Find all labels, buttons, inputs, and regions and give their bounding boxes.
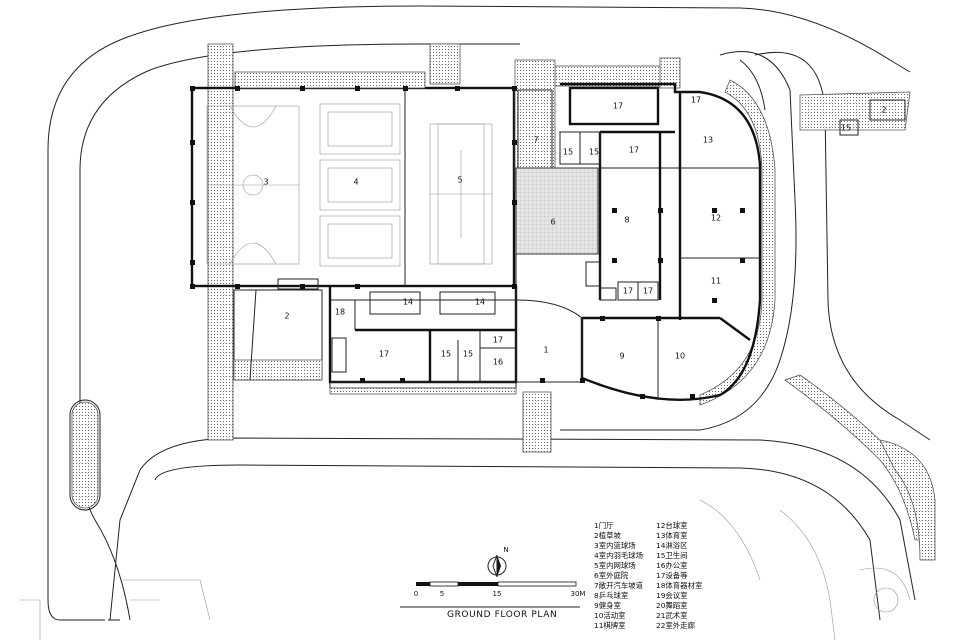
plan-title: GROUND FLOOR PLAN xyxy=(447,610,557,620)
legend-item: 4室内羽毛球场 xyxy=(594,551,643,560)
legend: 1门厅 2植草坡 3室内篮球场 4室内羽毛球场 5室内网球场 6室外庭院 7敞开… xyxy=(594,521,702,630)
legend-item: 19会议室 xyxy=(656,591,688,600)
room-label: 5 xyxy=(457,176,462,185)
legend-item: 14淋浴区 xyxy=(656,541,688,550)
room-label: 17 xyxy=(691,96,701,105)
room-label: 2 xyxy=(284,312,289,321)
legend-item: 20舞蹈室 xyxy=(656,601,688,610)
legend-item: 17设备等 xyxy=(656,571,688,580)
room-label: 17 xyxy=(629,146,639,155)
legend-item: 15卫生间 xyxy=(656,551,688,560)
room-label: 14 xyxy=(403,298,413,307)
legend-item: 10活动室 xyxy=(594,611,626,620)
room-label: 17 xyxy=(613,102,623,111)
building-walls xyxy=(190,59,762,401)
room-label: 15 xyxy=(841,124,851,133)
scale-tick: 15 xyxy=(493,590,502,598)
room-label: 3 xyxy=(263,178,268,187)
room-labels: 3 4 5 7 6 2 18 14 14 17 15 15 17 16 1 9 … xyxy=(263,96,886,367)
room-label: 15 xyxy=(463,350,473,359)
room-label: 7 xyxy=(533,136,538,145)
legend-item: 6室外庭院 xyxy=(594,571,629,580)
room-label: 17 xyxy=(623,287,633,296)
room-label: 17 xyxy=(493,336,503,345)
pavilion-area xyxy=(799,91,911,136)
legend-item: 1门厅 xyxy=(594,521,614,530)
room-label: 13 xyxy=(703,136,713,145)
room-label: 2 xyxy=(881,106,886,115)
room-label: 4 xyxy=(353,178,358,187)
legend-item: 11棋牌室 xyxy=(594,621,626,630)
legend-item: 18体育器材室 xyxy=(656,581,702,590)
legend-item: 12台球室 xyxy=(656,521,688,530)
north-label: N xyxy=(503,546,508,554)
room-label: 18 xyxy=(335,308,345,317)
room-label: 15 xyxy=(589,148,599,157)
room-label: 6 xyxy=(550,218,555,227)
structural-columns xyxy=(190,86,745,399)
room-label: 12 xyxy=(711,214,721,223)
scale-tick: 5 xyxy=(440,590,444,598)
room-label: 9 xyxy=(619,352,624,361)
room-label: 15 xyxy=(563,148,573,157)
legend-item: 22室外走廊 xyxy=(656,621,696,630)
legend-item: 3室内篮球场 xyxy=(594,541,636,550)
legend-item: 13体育室 xyxy=(656,531,688,540)
room-label: 17 xyxy=(379,350,389,359)
legend-item: 21武术室 xyxy=(656,611,688,620)
scale-bar: 0 5 15 30M GROUND FLOOR PLAN xyxy=(400,581,586,620)
legend-item: 7敞开汽车坡道 xyxy=(594,581,644,590)
north-arrow: N xyxy=(487,546,509,578)
legend-item: 9健身室 xyxy=(594,601,621,610)
scale-tick: 0 xyxy=(414,590,418,598)
room-label: 17 xyxy=(643,287,653,296)
room-label: 1 xyxy=(543,346,548,355)
legend-item: 5室内网球场 xyxy=(594,561,636,570)
legend-item: 16办公室 xyxy=(656,561,688,570)
room-label: 10 xyxy=(675,352,685,361)
site-roads xyxy=(20,5,936,640)
legend-item: 2植草坡 xyxy=(594,531,621,540)
room-label: 14 xyxy=(475,298,485,307)
room-label: 11 xyxy=(711,277,721,286)
legend-item: 8乒乓球室 xyxy=(594,591,628,600)
room-label: 16 xyxy=(493,358,503,367)
room-label: 15 xyxy=(441,350,451,359)
scale-tick: 30M xyxy=(571,590,586,598)
room-label: 8 xyxy=(624,216,629,225)
